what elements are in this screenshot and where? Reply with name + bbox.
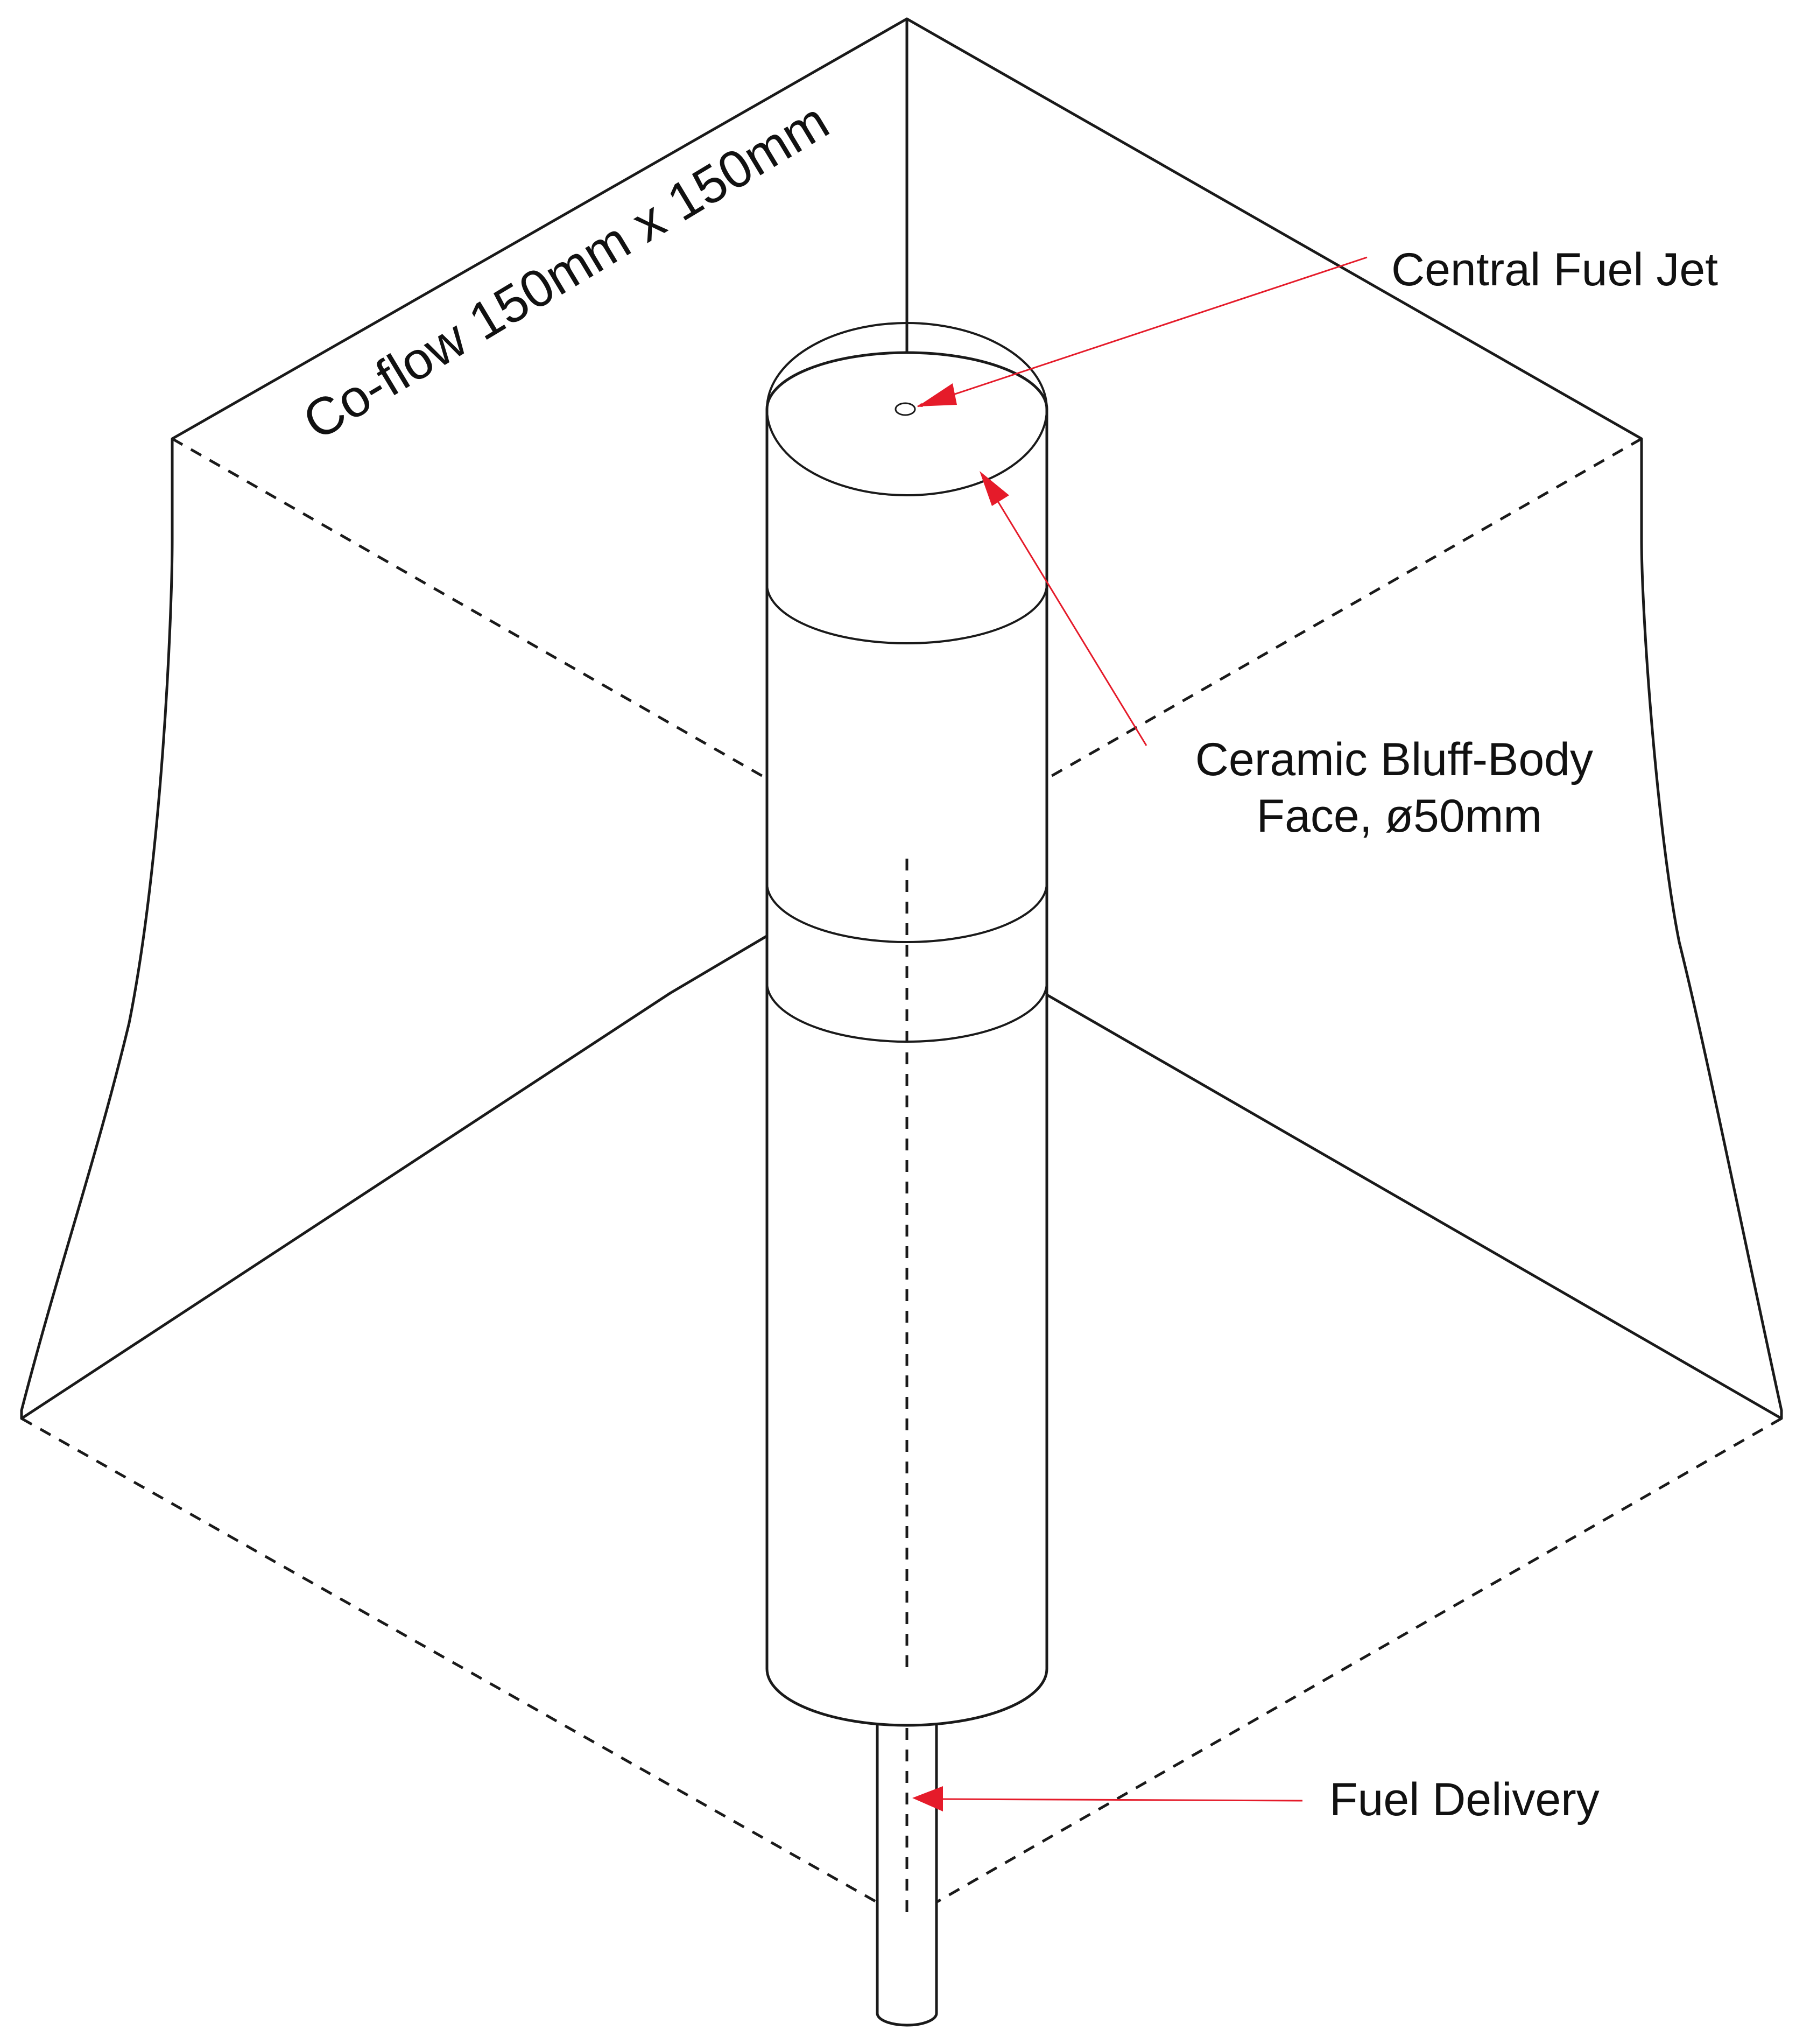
fuel-delivery-label: Fuel Delivery — [1329, 1774, 1600, 1825]
bluff-body-label-line2: Face, ø50mm — [1257, 790, 1542, 842]
arrowhead-central-fuel-jet — [918, 383, 957, 406]
bluff-body-band-2 — [766, 882, 1048, 943]
bluff-body-cylinder — [765, 322, 1048, 1727]
central-fuel-jet-orifice — [895, 402, 916, 416]
bluff-body-face — [766, 322, 1048, 496]
leader-central-fuel-jet — [917, 256, 1368, 408]
arrowhead-fuel-delivery — [912, 1786, 943, 1811]
hidden-edge-bottom-right — [906, 1417, 1783, 1921]
leader-fuel-delivery — [939, 1798, 1303, 1802]
coflow-right-wall — [905, 17, 1783, 1420]
central-fuel-jet-label: Central Fuel Jet — [1391, 244, 1718, 296]
coflow-dimension-label: Co-flow 150mm x 150mm — [293, 91, 839, 451]
leader-bluff-body — [987, 484, 1147, 746]
fuel-delivery-pipe — [876, 1721, 938, 2027]
arrowhead-bluff-body — [980, 471, 1009, 506]
bluff-body-label-line1: Ceramic Bluff-Body — [1195, 734, 1593, 785]
bluff-body-band-1 — [766, 584, 1048, 644]
hidden-edge-bottom-left — [20, 1417, 908, 1921]
coflow-left-wall — [20, 17, 908, 1420]
